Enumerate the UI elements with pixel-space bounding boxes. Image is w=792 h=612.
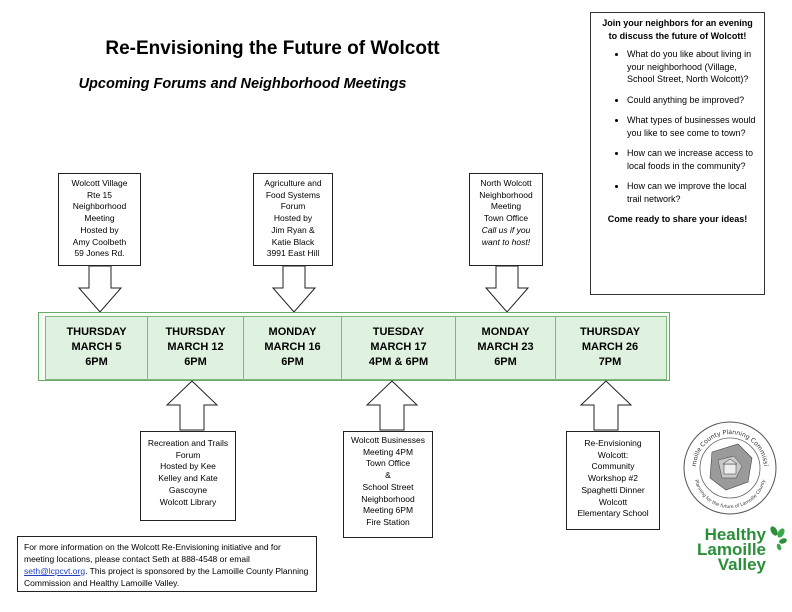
event-line: Hosted by (80, 224, 119, 235)
question-item: How can we improve the local trail netwo… (627, 180, 758, 205)
timeline-date: MARCH 12 (167, 341, 224, 353)
event-line: Meeting 6PM (362, 505, 414, 516)
contact-text: For more information on the Wolcott Re-E… (24, 542, 281, 564)
logo-line-healthy: Healthy (704, 525, 766, 544)
question-list: What do you like about living in your ne… (597, 48, 758, 205)
event-line: Neighborhood (72, 201, 127, 212)
event-line: Fire Station (366, 516, 410, 527)
timeline-cell: TUESDAY MARCH 17 4PM & 6PM (342, 317, 456, 379)
event-line: Re-Envisioning (584, 438, 642, 448)
event-box-businesses: Wolcott Businesses Meeting 4PM Town Offi… (343, 431, 433, 538)
timeline-date: MARCH 16 (264, 341, 321, 353)
event-line: Elementary School (577, 508, 649, 519)
event-line: Recreation and Trails (147, 438, 229, 448)
event-line: Wolcott (598, 496, 628, 507)
timeline-time: 7PM (598, 356, 622, 368)
event-line: Neighborhood (479, 189, 533, 200)
event-line: Workshop #2 (588, 473, 638, 484)
timeline-cell: THURSDAY MARCH 12 6PM (148, 317, 244, 379)
timeline-time: 6PM (184, 356, 207, 368)
event-line: Kelley and Kate (158, 473, 218, 484)
timeline-cell: THURSDAY MARCH 5 6PM (46, 317, 148, 379)
event-line: Town Office (365, 458, 411, 469)
timeline-date: MARCH 17 (370, 341, 427, 353)
event-line: Neighborhood (361, 493, 415, 504)
logo-line-valley: Valley (717, 555, 766, 574)
timeline: THURSDAY MARCH 5 6PM THURSDAY MARCH 12 6… (45, 316, 667, 380)
event-box-recreation: Recreation and Trails Forum Hosted by Ke… (140, 431, 236, 521)
event-line: 59 Jones Rd. (74, 248, 125, 259)
event-line: Hosted by Kee (160, 461, 216, 472)
timeline-time: 6PM (494, 356, 517, 368)
event-line: Forum (280, 201, 306, 212)
timeline-day: MONDAY (481, 326, 530, 338)
event-line: Agriculture and (264, 178, 322, 188)
logo-line-lamoille: Lamoille (697, 540, 766, 559)
event-line-italic: want to host! (481, 236, 531, 247)
page-subtitle: Upcoming Forums and Neighborhood Meeting… (78, 76, 407, 92)
timeline-date: MARCH 26 (581, 341, 639, 353)
event-line: Food Systems (265, 189, 321, 200)
event-line: Forum (175, 449, 201, 460)
up-arrow-icon (579, 380, 633, 431)
info-box: Join your neighbors for an evening to di… (590, 12, 765, 295)
contact-box: For more information on the Wolcott Re-E… (17, 536, 317, 592)
timeline-time: 6PM (85, 356, 108, 368)
event-line: North Wolcott (480, 178, 532, 188)
event-box-workshop: Re-Envisioning Wolcott: Community Worksh… (566, 431, 660, 530)
planning-commission-seal-logo: Lamoille County Planning Commission Plan… (682, 420, 777, 515)
leaf-icon (770, 526, 787, 551)
down-arrow-icon (484, 265, 530, 313)
contact-email-link[interactable]: seth@lcpcvt.org (24, 566, 86, 576)
timeline-day: THURSDAY (66, 326, 127, 338)
timeline-cell: MONDAY MARCH 23 6PM (456, 317, 556, 379)
event-line: Rte 15 (86, 189, 113, 200)
healthy-lamoille-valley-logo: Healthy Lamoille Valley (680, 525, 790, 574)
timeline-time: 4PM & 6PM (368, 356, 429, 368)
timeline-date: MARCH 5 (71, 341, 122, 353)
down-arrow-icon (77, 265, 123, 313)
question-item: How can we increase access to local food… (627, 147, 758, 172)
timeline-time: 6PM (281, 356, 304, 368)
event-line: Meeting (84, 213, 115, 224)
question-item: Could anything be improved? (627, 94, 758, 107)
contact-text: . This project is sponsored by the Lamoi… (24, 566, 309, 588)
event-box-agriculture: Agriculture and Food Systems Forum Hoste… (253, 173, 333, 266)
event-line: Katie Black (271, 236, 315, 247)
timeline-date: MARCH 23 (477, 341, 534, 353)
event-line: Meeting 4PM (362, 446, 414, 457)
timeline-day: MONDAY (268, 326, 317, 338)
event-line: Spaghetti Dinner (581, 484, 645, 495)
event-line: Meeting (490, 201, 522, 212)
event-line: Gascoyne (168, 484, 208, 495)
page-title: Re-Envisioning the Future of Wolcott (105, 38, 440, 59)
event-line: 3991 East Hill (266, 248, 320, 259)
event-box-village: Wolcott Village Rte 15 Neighborhood Meet… (58, 173, 141, 266)
event-line-italic: Call us if you (481, 224, 531, 235)
up-arrow-icon (365, 380, 419, 431)
timeline-day: THURSDAY (165, 326, 226, 338)
event-line: Hosted by (273, 213, 313, 224)
down-arrow-icon (271, 265, 317, 313)
event-line: Community (591, 461, 635, 472)
event-line: Amy Coolbeth (72, 236, 127, 247)
timeline-cell: THURSDAY MARCH 26 7PM (556, 317, 664, 379)
question-item: What types of businesses would you like … (627, 114, 758, 139)
timeline-day: THURSDAY (579, 326, 641, 338)
event-line: & (385, 470, 391, 481)
up-arrow-icon (165, 380, 219, 431)
info-heading: Join your neighbors for an evening to di… (602, 18, 753, 41)
event-line: Jim Ryan & (271, 224, 315, 235)
event-line: Wolcott Businesses (350, 435, 425, 445)
event-line: Town Office (483, 213, 529, 224)
event-line: School Street (362, 481, 414, 492)
question-item: What do you like about living in your ne… (627, 48, 758, 86)
event-line: Wolcott: (597, 449, 629, 460)
event-line: Wolcott Library (159, 496, 217, 507)
event-line: Wolcott Village (71, 178, 128, 188)
timeline-day: TUESDAY (372, 326, 425, 338)
event-box-north-wolcott: North Wolcott Neighborhood Meeting Town … (469, 173, 543, 266)
timeline-cell: MONDAY MARCH 16 6PM (244, 317, 342, 379)
info-footer: Come ready to share your ideas! (607, 214, 748, 224)
